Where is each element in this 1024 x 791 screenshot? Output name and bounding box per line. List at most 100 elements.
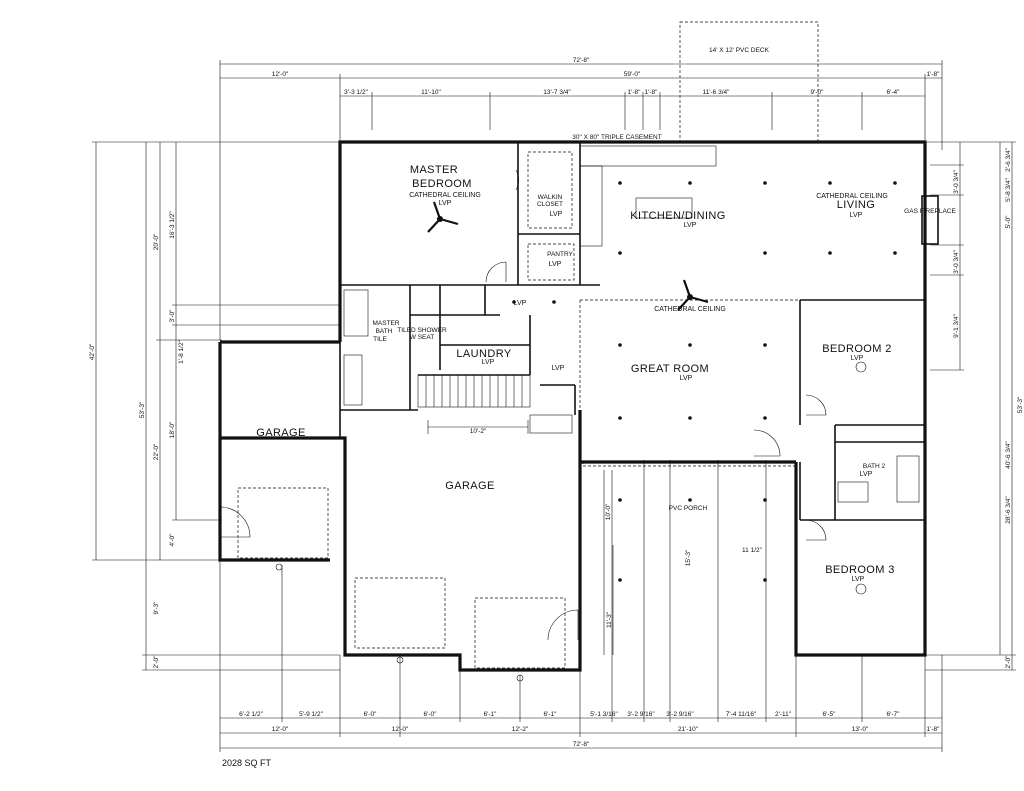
kitchen-floor: LVP <box>684 222 697 229</box>
walkin-closet-label-1: WALKIN <box>538 194 563 201</box>
ceiling-lights <box>512 181 897 582</box>
great-room-label: GREAT ROOM <box>631 363 709 375</box>
kitchen-label: KITCHEN/DINING <box>630 210 725 222</box>
hall-floor: LVP <box>514 300 527 307</box>
dim-overall-top: 72'-8" <box>573 57 590 64</box>
master-bedroom-note: CATHEDRAL CEILING <box>409 192 481 199</box>
dim-left-3b: 3'-0" <box>169 309 176 323</box>
bedroom3-floor: LVP <box>852 576 865 583</box>
master-bedroom-label-2: BEDROOM <box>412 178 472 190</box>
dim-bot-1j: 7'-4 11/16" <box>726 711 757 718</box>
master-bedroom-floor: LVP <box>439 200 452 207</box>
room-labels: MASTER BEDROOM CATHEDRAL CEILING LVP WAL… <box>256 134 956 583</box>
dim-right-2b: 28'-6 3/4" <box>1005 496 1012 524</box>
fireplace-label: GAS FIREPLACE <box>904 208 956 215</box>
dim-right-small: 5'-8 3/4" <box>1005 177 1012 201</box>
dim-right-3a: 2'-6 3/4" <box>1005 147 1012 171</box>
dim-top-3c: 13'-7 3/4" <box>543 89 571 96</box>
dim-bot-1h: 3'-2 9/16" <box>627 711 655 718</box>
bedroom2-label: BEDROOM 2 <box>822 343 892 355</box>
dim-bot-1g: 5'-1 3/16" <box>590 711 618 718</box>
dim-top-3d: 1'-8" <box>628 89 642 96</box>
dim-top-3b: 11'-10" <box>421 89 441 96</box>
bath2-floor: LVP <box>860 471 873 478</box>
walkin-closet-label-2: CLOSET <box>537 201 563 208</box>
dim-porch-c: 11'-3" <box>606 611 613 628</box>
dim-bot-2d: 21'-10" <box>678 726 699 733</box>
interior-walls <box>237 142 939 669</box>
light-fixture-icon <box>855 361 867 373</box>
dim-left-lower-a: 9'-3" <box>153 601 160 615</box>
master-bath-floor: TILE <box>373 336 387 343</box>
tiled-shower-label: TILED SHOWER <box>397 327 447 334</box>
master-bath-label-2: BATH <box>376 328 393 335</box>
dim-top-3f: 11'-6 3/4" <box>703 89 731 96</box>
porch-label: PVC PORCH <box>669 505 708 512</box>
dim-right-3f: 2'-0" <box>1005 655 1012 669</box>
dim-left-2b: 22'-0" <box>153 443 160 460</box>
dim-top-2b: 59'-0" <box>624 71 641 78</box>
dim-bot-2a: 12'-0" <box>272 726 289 733</box>
bedroom3-label: BEDROOM 3 <box>825 564 895 576</box>
pantry-label: PANTRY <box>547 251 573 258</box>
bedroom2-floor: LVP <box>851 355 864 362</box>
dim-left-3c: 1'-8 1/2" <box>178 339 185 363</box>
dim-top-2a: 12'-0" <box>272 71 289 78</box>
stair-treads <box>425 375 523 407</box>
deck-label: 14' X 12' PVC DECK <box>709 47 770 54</box>
dim-right-3d: 3'-0 3/4" <box>953 249 960 273</box>
square-footage: 2028 SQ FT <box>222 758 272 768</box>
living-note: CATHEDRAL CEILING <box>816 193 888 200</box>
dim-right-3e: 9'-1 3/4" <box>953 313 960 337</box>
dim-left-2a: 20'-0" <box>153 233 160 250</box>
light-fixture-icon <box>516 674 524 682</box>
exterior-walls <box>218 140 927 672</box>
dim-right-3c: 5'-0" <box>1005 215 1012 229</box>
dim-stair-width: 10'-2" <box>470 428 487 435</box>
dim-top-2c: 1'-8" <box>927 71 941 78</box>
dim-right-2a: 40'-6 3/4" <box>1005 441 1012 469</box>
dimension-labels: 72'-8" 12'-0" 59'-0" 1'-8" 3'-3 1/2" 11'… <box>89 57 1024 748</box>
bath2-label: BATH 2 <box>863 463 886 470</box>
dim-bot-2f: 1'-8" <box>927 726 941 733</box>
master-bath-label-1: MASTER <box>372 320 399 327</box>
ceiling-fan-icon <box>677 279 709 311</box>
dim-bot-2e: 13'-0" <box>852 726 869 733</box>
dim-bot-1d: 6'-0" <box>424 711 438 718</box>
dim-bot-1m: 6'-7" <box>887 711 901 718</box>
dim-porch-b: 15'-3" <box>685 549 692 566</box>
dim-top-3e: 1'-8" <box>645 89 659 96</box>
dim-bot-1e: 6'-1" <box>484 711 498 718</box>
deck: 14' X 12' PVC DECK <box>679 21 819 143</box>
dim-top-3g: 9'-0" <box>811 89 825 96</box>
dim-left-overall: 42'-0" <box>89 343 96 360</box>
dim-left-lower-b: 2'-0" <box>153 655 160 669</box>
dim-slope: 11 1/2" <box>742 547 763 554</box>
garage-left-label: GARAGE <box>256 427 305 439</box>
dim-top-3h: 6'-4" <box>887 89 901 96</box>
dim-left-overall2: 53'-3" <box>139 401 146 418</box>
pantry-floor: LVP <box>549 261 562 268</box>
dim-left-3e: 4'-0" <box>169 533 176 547</box>
dim-bot-2b: 12'-0" <box>392 726 409 733</box>
master-bedroom-label-1: MASTER <box>410 164 458 176</box>
door-swings <box>219 169 827 641</box>
garage-main-label: GARAGE <box>445 480 494 492</box>
dim-right-3b: 3'-0 3/4" <box>953 169 960 193</box>
window-label: 30" X 80" TRIPLE CASEMENT <box>572 134 661 141</box>
dim-top-3a: 3'-3 1/2" <box>344 89 368 96</box>
dim-bot-1k: 2'-11" <box>775 711 792 718</box>
great-room-floor: LVP <box>680 375 693 382</box>
great-room-note: CATHEDRAL CEILING <box>654 306 726 313</box>
dim-bot-1i: 3'-2 9/16" <box>666 711 694 718</box>
dim-left-3a: 16'-3 1/2" <box>169 211 176 239</box>
shower-seat-label: W SEAT <box>410 334 434 341</box>
dim-bot-2c: 12'-2" <box>512 726 529 733</box>
light-fixture-icon <box>275 563 283 571</box>
dim-bot-1f: 6'-1" <box>544 711 558 718</box>
dim-bot-1l: 6'-5" <box>823 711 837 718</box>
dim-bot-1a: 6'-2 1/2" <box>239 711 263 718</box>
dim-right-overall: 53'-3" <box>1017 396 1024 413</box>
laundry-label: LAUNDRY <box>456 348 511 360</box>
